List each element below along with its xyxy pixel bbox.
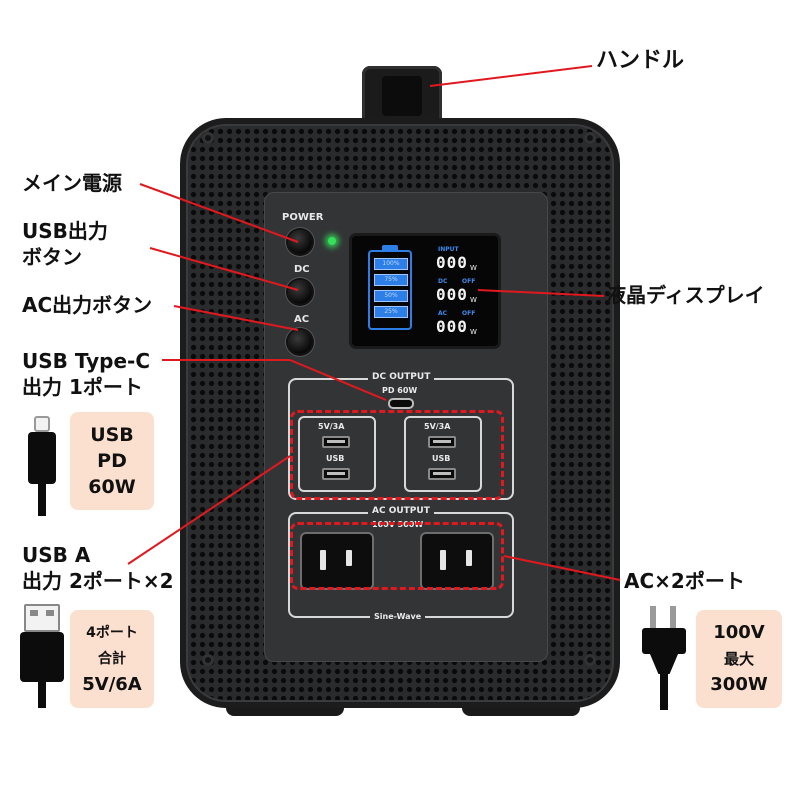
power-label: POWER — [282, 212, 324, 223]
badge-ac-line1: 100V — [713, 622, 765, 643]
callout-handle: ハンドル — [596, 48, 685, 73]
badge-usb-a-line2: 合計 — [98, 651, 126, 667]
usb-a-port[interactable] — [428, 468, 456, 480]
battery-cell-2: 75% — [374, 274, 408, 286]
power-button[interactable] — [288, 230, 312, 254]
usb-group-right-sub: USB — [432, 454, 451, 463]
lcd-dc-state: OFF — [462, 278, 476, 285]
callout-usb-output-button: USB出力 ボタン — [22, 219, 108, 269]
callout-main-power: メイン電源 — [22, 171, 122, 195]
ac-output-title: AC OUTPUT — [368, 506, 434, 516]
screw — [584, 132, 596, 144]
badge-usb-pd-line1: USB — [90, 424, 134, 446]
badge-usb-a-line1: 4ポート — [86, 625, 138, 641]
lcd-dc-value: 000 — [436, 285, 468, 304]
badge-usb-a-line3: 5V/6A — [82, 674, 142, 695]
badge-ac-spec: 100V 最大 300W — [696, 610, 782, 708]
badge-usb-pd-line3: 60W — [88, 476, 136, 498]
dc-output-title: DC OUTPUT — [368, 372, 435, 382]
lcd-ac-tag: AC — [438, 310, 448, 317]
screw — [202, 654, 214, 666]
callout-ac-output-button: AC出力ボタン — [22, 293, 153, 317]
outlet-slot — [466, 550, 472, 566]
lcd-ac-unit: W — [470, 328, 477, 336]
power-led — [328, 237, 336, 245]
callout-ac-ports: AC×2ポート — [624, 569, 745, 593]
badge-usb-pd-line2: PD — [97, 450, 127, 472]
ac-plug-icon — [640, 606, 688, 710]
usb-a-port[interactable] — [322, 468, 350, 480]
usb-a-port[interactable] — [322, 436, 350, 448]
ac-highlight — [290, 522, 504, 590]
usb-group-right-rating: 5V/3A — [424, 422, 451, 431]
outlet-slot — [346, 550, 352, 566]
dc-button-label: DC — [294, 264, 310, 275]
battery-cap — [382, 245, 398, 250]
battery-cell-3: 50% — [374, 290, 408, 302]
lcd-dc-unit: W — [470, 296, 477, 304]
pd-label: PD 60W — [382, 386, 418, 395]
lcd-display: 100% 75% 50% 25% INPUT 000 W DC OFF 000 … — [352, 236, 498, 346]
usb-a-highlight — [290, 410, 504, 500]
ac-output-button[interactable] — [288, 330, 312, 354]
badge-usb-a-spec: 4ポート 合計 5V/6A — [70, 610, 154, 708]
lcd-ac-value: 000 — [436, 317, 468, 336]
handle-slot — [382, 76, 422, 116]
lcd-input-value: 000 — [436, 253, 468, 272]
badge-ac-line3: 300W — [710, 674, 768, 695]
screw — [584, 654, 596, 666]
lcd-ac-state: OFF — [462, 310, 476, 317]
usb-a-cable-icon — [18, 604, 66, 708]
usb-a-port[interactable] — [428, 436, 456, 448]
callout-lcd-display: 液晶ディスプレイ — [606, 283, 765, 307]
line-handle — [429, 65, 593, 87]
battery-icon — [368, 250, 412, 330]
screw — [202, 132, 214, 144]
outlet-slot — [320, 550, 326, 570]
usb-c-port[interactable] — [388, 398, 414, 409]
dc-output-button[interactable] — [288, 280, 312, 304]
usb-a-group-right: 5V/3A USB — [404, 416, 482, 492]
battery-cell-4: 25% — [374, 306, 408, 318]
usb-c-cable-icon — [22, 416, 62, 516]
badge-ac-line2: 最大 — [723, 650, 754, 668]
badge-usb-pd: USB PD 60W — [70, 412, 154, 510]
usb-group-left-sub: USB — [326, 454, 345, 463]
ac-button-label: AC — [294, 314, 310, 325]
callout-usb-a: USB A 出力 2ポート×2 — [22, 543, 174, 593]
ac-outlet-left[interactable] — [300, 532, 374, 590]
callout-usb-typec: USB Type-C 出力 1ポート — [22, 349, 151, 399]
usb-group-left-rating: 5V/3A — [318, 422, 345, 431]
lcd-dc-tag: DC — [438, 278, 448, 285]
outlet-slot — [440, 550, 446, 570]
battery-cell-1: 100% — [374, 258, 408, 270]
usb-a-group-left: 5V/3A USB — [298, 416, 376, 492]
sine-wave-label: Sine-Wave — [370, 612, 426, 621]
lcd-input-unit: W — [470, 264, 477, 272]
lcd-input-tag: INPUT — [438, 246, 459, 253]
